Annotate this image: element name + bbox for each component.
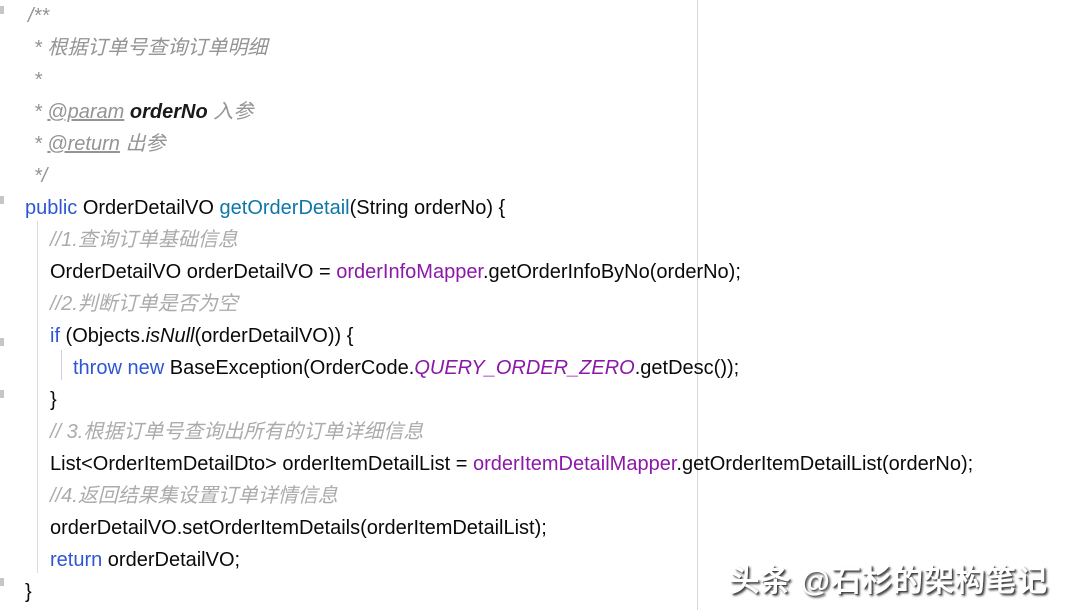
code-line[interactable]: orderDetailVO.setOrderItemDetails(orderI… — [0, 512, 1080, 544]
code-line[interactable]: // 3.根据订单号查询出所有的订单详细信息 — [0, 416, 1080, 448]
code-token-plain: OrderDetailVO orderDetailVO = — [50, 261, 337, 283]
code-token-doc: * 根据订单号查询订单明细 — [34, 37, 268, 59]
code-token-fielditalic: QUERY_ORDER_ZERO — [414, 357, 635, 379]
code-line[interactable]: //2.判断订单是否为空 — [0, 288, 1080, 320]
code-token-plain: orderDetailVO.setOrderItemDetails(orderI… — [50, 517, 547, 539]
code-line[interactable]: } — [0, 384, 1080, 416]
code-token-plain: } — [50, 389, 57, 411]
code-token-plain: OrderDetailVO — [77, 197, 220, 219]
code-line[interactable]: OrderDetailVO orderDetailVO = orderInfoM… — [0, 256, 1080, 288]
code-token-field: orderInfoMapper — [336, 261, 483, 283]
code-token-doc: 入参 — [207, 101, 254, 123]
code-token-kw: throw — [73, 357, 122, 379]
code-token-doc: */ — [34, 165, 48, 187]
gutter-mark — [0, 6, 4, 14]
code-token-plain: orderDetailVO; — [102, 549, 241, 571]
code-token-plain: .getOrderItemDetailList(orderNo); — [676, 453, 974, 475]
code-token-doc: /** — [28, 5, 50, 27]
code-line[interactable]: /** — [0, 0, 1080, 32]
watermark-text: 头条 @石杉的架构笔记 — [729, 565, 1048, 598]
gutter-mark — [0, 338, 4, 346]
code-token-plain: (orderDetailVO)) { — [194, 325, 354, 347]
code-token-kw: public — [25, 197, 78, 219]
indent-guide-if-block — [61, 350, 62, 380]
code-token-plain: (String orderNo) { — [349, 197, 506, 219]
code-token-doc: * — [34, 101, 48, 123]
code-token-comment: // 3.根据订单号查询出所有的订单详细信息 — [50, 421, 424, 443]
code-token-doc: 出参 — [119, 133, 166, 155]
gutter-mark — [0, 390, 4, 398]
code-token-plain: } — [25, 581, 32, 603]
hard-wrap-guide-line — [697, 0, 698, 610]
code-line[interactable]: * @return 出参 — [0, 128, 1080, 160]
code-line[interactable]: List<OrderItemDetailDto> orderItemDetail… — [0, 448, 1080, 480]
code-token-field: orderItemDetailMapper — [472, 453, 677, 475]
code-token-doctag: @param — [47, 101, 125, 123]
indent-guide-method-body — [37, 221, 38, 573]
code-line[interactable]: * @param orderNo 入参 — [0, 96, 1080, 128]
code-token-italic: isNull — [145, 325, 195, 347]
code-token-kw: return — [50, 549, 103, 571]
code-line[interactable]: throw new BaseException(OrderCode.QUERY_… — [0, 352, 1080, 384]
gutter-mark — [0, 196, 4, 204]
code-token-comment: //2.判断订单是否为空 — [50, 293, 238, 315]
code-line[interactable]: //1.查询订单基础信息 — [0, 224, 1080, 256]
code-token-doctag: @return — [47, 133, 120, 155]
gutter-mark — [0, 578, 4, 586]
code-line[interactable]: * 根据订单号查询订单明细 — [0, 32, 1080, 64]
code-token-method: getOrderDetail — [219, 197, 350, 219]
code-token-plain: List<OrderItemDetailDto> orderItemDetail… — [50, 453, 473, 475]
code-line[interactable]: if (Objects.isNull(orderDetailVO)) { — [0, 320, 1080, 352]
code-token-plain: .getDesc()); — [634, 357, 740, 379]
code-line[interactable]: public OrderDetailVO getOrderDetail(Stri… — [0, 192, 1080, 224]
code-line[interactable]: //4.返回结果集设置订单详情信息 — [0, 480, 1080, 512]
code-token-comment: //1.查询订单基础信息 — [50, 229, 238, 251]
code-token-plain: BaseException(OrderCode. — [164, 357, 415, 379]
code-token-kw: new — [127, 357, 165, 379]
code-line[interactable]: * — [0, 64, 1080, 96]
code-token-plain: (Objects. — [60, 325, 146, 347]
code-token-comment: //4.返回结果集设置订单详情信息 — [50, 485, 338, 507]
code-line[interactable]: } — [0, 576, 1080, 608]
code-line[interactable]: */ — [0, 160, 1080, 192]
code-line[interactable]: return orderDetailVO; — [0, 544, 1080, 576]
code-token-doc: * — [34, 133, 48, 155]
code-token-kw: if — [50, 325, 60, 347]
code-token-doc: * — [34, 69, 42, 91]
code-token-plain: .getOrderInfoByNo(orderNo); — [483, 261, 741, 283]
code-token-docparam: orderNo — [129, 101, 208, 123]
